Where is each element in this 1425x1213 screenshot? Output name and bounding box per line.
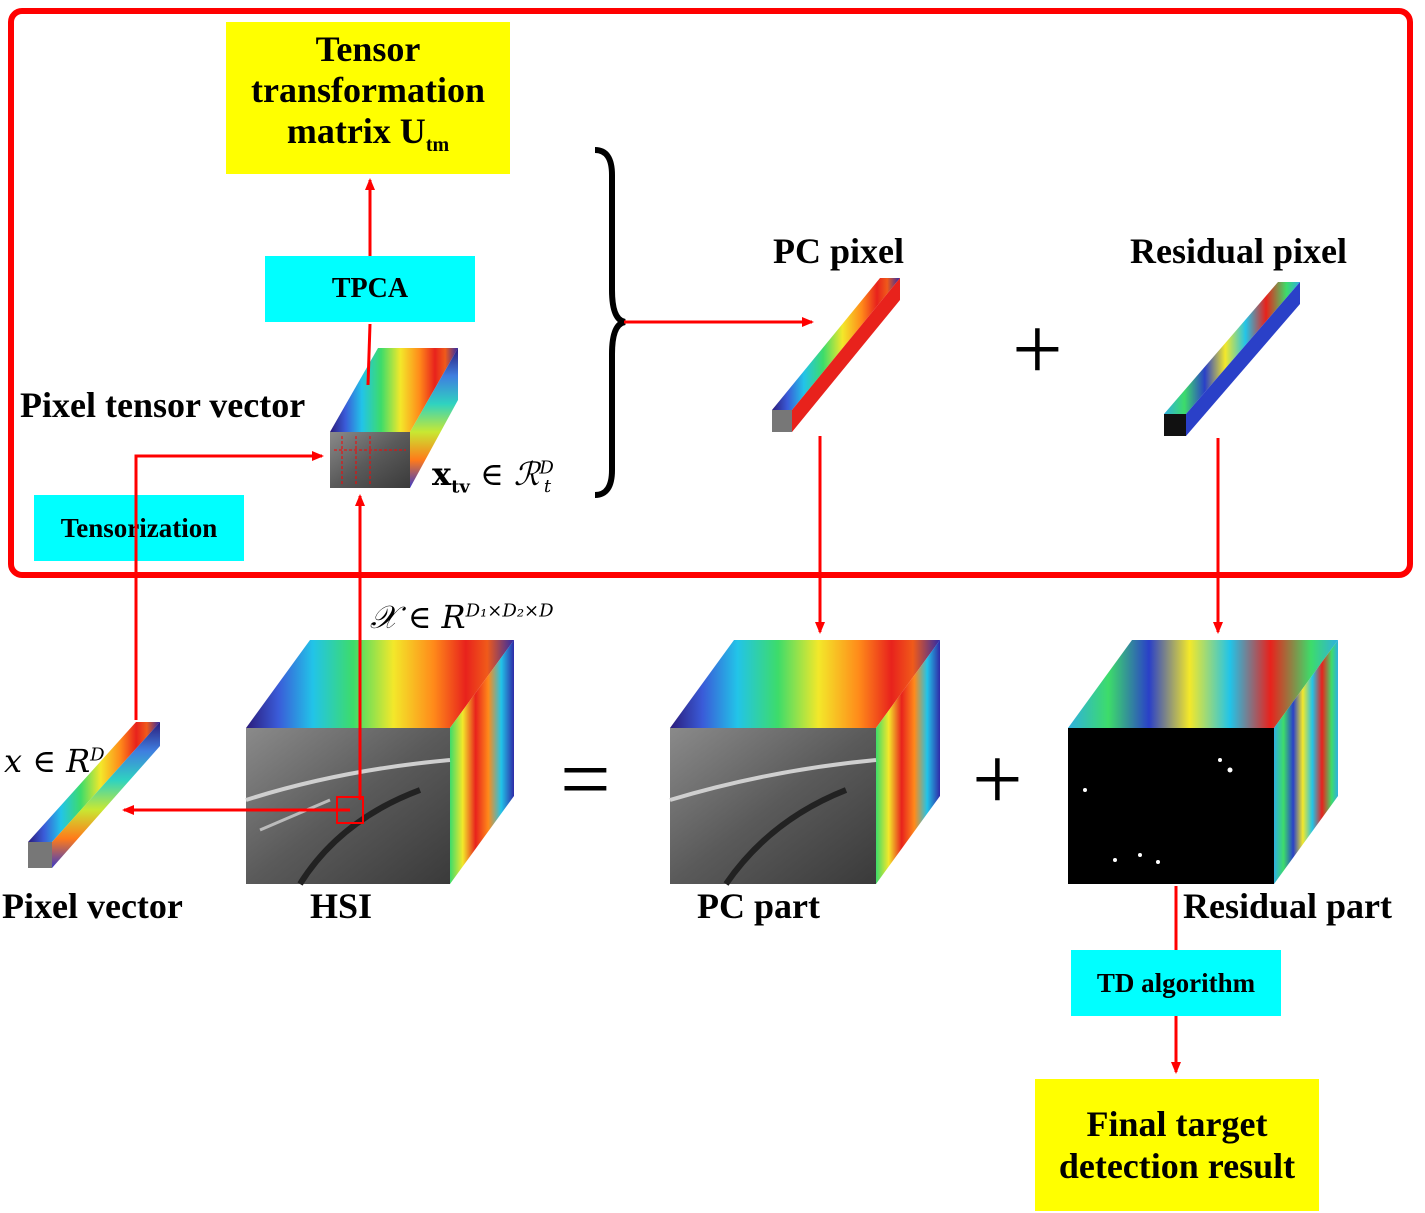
tensorization-box: Tensorization [34, 495, 244, 561]
tpca-region-frame [8, 8, 1413, 578]
residual-part-label: Residual part [1183, 886, 1393, 926]
pixel-vector-bar [28, 722, 160, 868]
tpca-box: TPCA [265, 256, 475, 322]
hsi-cube [245, 640, 514, 886]
hsi-tensor-formula: 𝒳 ∈ RD₁×D₂×D [370, 598, 554, 636]
pc-part-label: PC part [697, 886, 820, 926]
pc-pixel-bar [772, 278, 900, 432]
pixel-tensor-vector-label: Pixel tensor vector [20, 385, 306, 425]
hsi-label: HSI [310, 886, 373, 926]
tensor-matrix-line2: transformation [251, 70, 485, 111]
plus-sign-top: + [1012, 300, 1063, 399]
pc-part-cube [669, 640, 940, 886]
final-line1: Final target [1086, 1104, 1268, 1144]
tensor-matrix-line3: matrix Utm [286, 111, 450, 157]
curly-brace [594, 147, 626, 498]
pc-pixel-label: PC pixel [773, 231, 904, 271]
plus-sign-bottom: + [972, 730, 1023, 829]
residual-pixel-label: Residual pixel [1130, 231, 1348, 271]
arrow-tensor-to-tpca [366, 323, 372, 386]
tensor-transformation-matrix-box: Tensor transformation matrix Utm [226, 22, 510, 174]
pixel-vector-label: Pixel vector [2, 886, 183, 926]
tensor-matrix-line1: Tensor [315, 29, 421, 70]
x-formula: x ∈ RD [4, 742, 105, 780]
xtv-formula: xtv ∈ ℛDt [432, 455, 554, 498]
final-result-box: Final target detection result [1035, 1079, 1319, 1211]
arrow-vector-to-tensor [134, 451, 324, 720]
equals-sign: = [560, 730, 611, 829]
arrows [122, 178, 1223, 1074]
pixel-tensor-vector-cube [330, 348, 458, 488]
residual-part-cube [1068, 640, 1338, 884]
td-algorithm-box: TD algorithm [1071, 950, 1281, 1016]
residual-pixel-bar [1164, 282, 1300, 436]
final-line2: detection result [1058, 1146, 1296, 1186]
